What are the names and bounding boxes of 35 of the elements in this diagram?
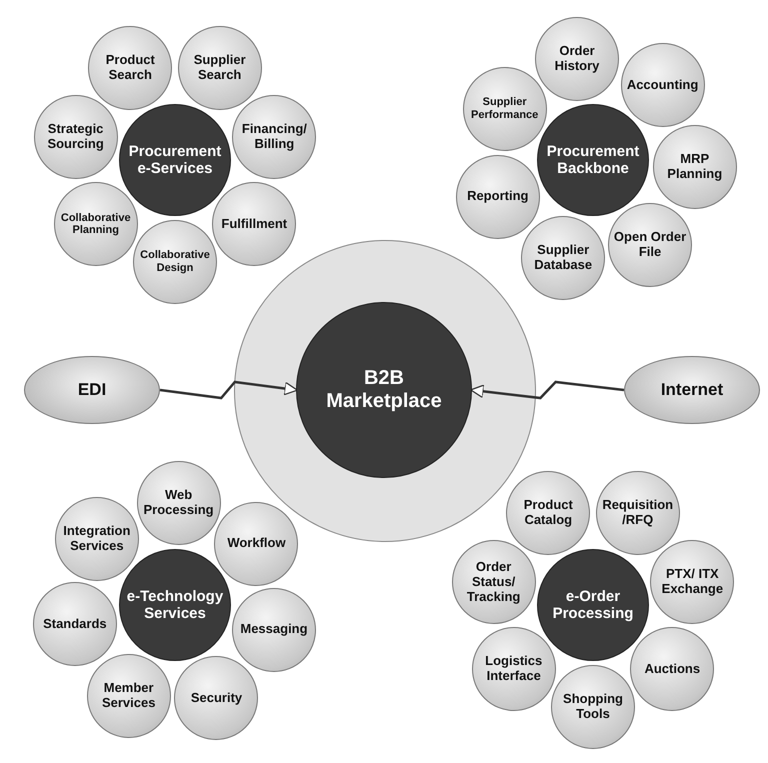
service-circle: Web Processing (136, 461, 221, 546)
service-circle: MRP Planning (652, 125, 737, 210)
service-circle: Messaging (232, 588, 316, 672)
service-circle: Product Search (88, 26, 172, 110)
hub-circle: Procurement e-Services (119, 104, 231, 216)
service-circle: Standards (32, 582, 117, 666)
service-circle: Requisition /RFQ (596, 471, 680, 556)
service-circle: Supplier Database (521, 216, 606, 300)
service-circle: Supplier Search (178, 26, 262, 110)
service-circle: Auctions (630, 627, 714, 712)
service-circle: Security (174, 656, 258, 740)
lightning-arrow (470, 380, 624, 400)
service-circle: Order History (535, 17, 620, 102)
service-circle: Fulfillment (212, 182, 296, 266)
service-circle: Collaborative Planning (54, 182, 138, 266)
service-circle: Workflow (214, 502, 298, 586)
service-circle: Financing/ Billing (232, 95, 316, 180)
hub-circle: Procurement Backbone (537, 104, 649, 216)
service-circle: Open Order File (608, 202, 692, 287)
service-circle: Integration Services (54, 497, 139, 582)
service-circle: Logistics Interface (472, 627, 556, 712)
service-circle: Strategic Sourcing (34, 95, 118, 180)
network-ellipse: EDI (24, 356, 160, 424)
service-circle: Product Catalog (506, 471, 590, 556)
network-ellipse: Internet (624, 356, 760, 424)
service-circle: Member Services (86, 654, 171, 738)
service-circle: Accounting (620, 43, 705, 128)
hub-circle: e-Technology Services (119, 549, 231, 661)
service-circle: Order Status/ Tracking (452, 540, 536, 624)
service-circle: Supplier Performance (462, 67, 547, 151)
lightning-arrow (160, 380, 298, 400)
service-circle: PTX/ ITX Exchange (650, 540, 734, 624)
service-circle: Shopping Tools (551, 665, 635, 749)
service-circle: Reporting (456, 154, 540, 239)
service-circle: Collaborative Design (133, 220, 217, 304)
